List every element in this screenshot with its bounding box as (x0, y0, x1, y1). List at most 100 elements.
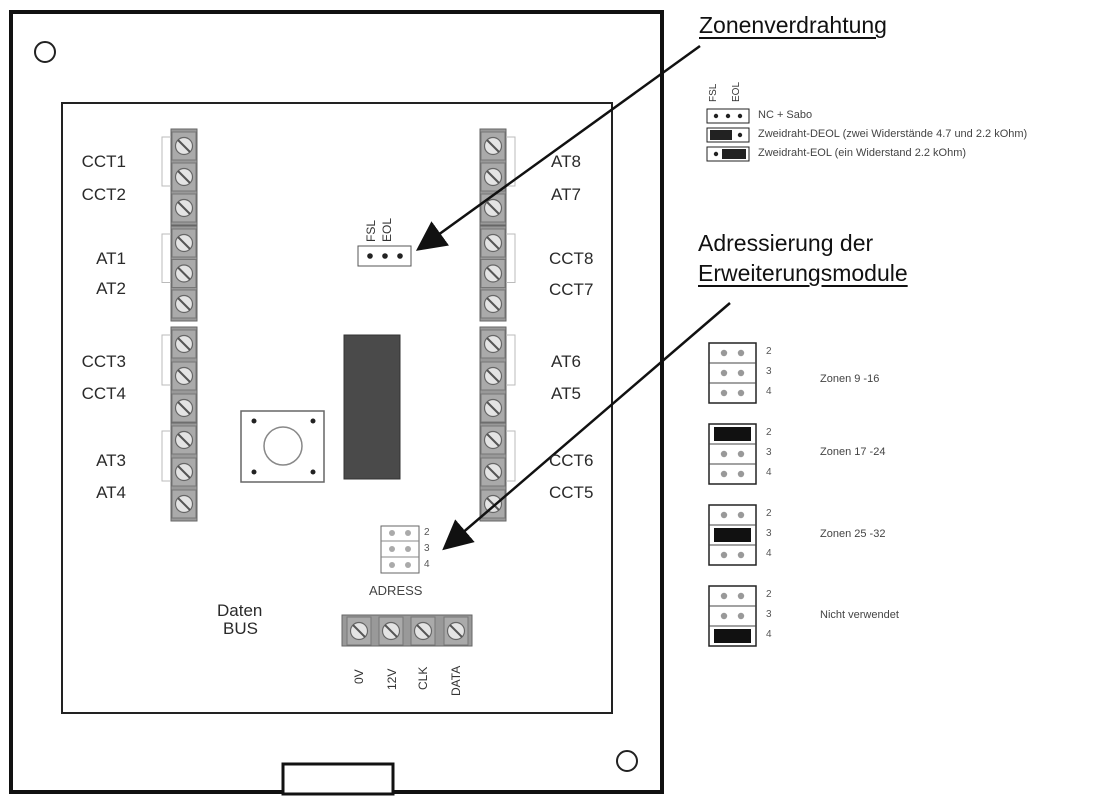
board-address-num-3: 3 (424, 543, 430, 554)
address-legend-jumper-4 (708, 585, 757, 647)
bus-terminal-block (341, 614, 473, 647)
terminal-label-cct1: CCT1 (81, 152, 126, 171)
left-screw-terminal (171, 131, 197, 161)
bus-terminal-0v: 0V (352, 669, 366, 684)
right-screw-terminal (480, 329, 506, 359)
right-screw-terminal (480, 393, 506, 423)
zone-wiring-arrow (415, 44, 701, 251)
address-legend-number: 3 (766, 366, 772, 377)
addressing-heading-line2: Erweiterungsmodule (698, 260, 908, 286)
left-screw-terminal (171, 193, 197, 223)
bus-screw-terminal (443, 616, 469, 646)
right-screw-terminal (480, 131, 506, 161)
board-address-num-2: 2 (424, 527, 430, 538)
address-legend-number: 2 (766, 508, 772, 519)
right-screw-terminal (480, 193, 506, 223)
zone-wiring-heading: Zonenverdrahtung (699, 12, 887, 38)
terminal-label-at5: AT5 (551, 384, 581, 403)
left-screw-terminal (171, 259, 197, 288)
board-fsl-label: FSL (364, 219, 378, 242)
board-eol-label: EOL (380, 217, 394, 242)
bus-screw-terminal (410, 616, 436, 646)
left-screw-terminal (171, 329, 197, 359)
addressing-arrow (442, 302, 731, 551)
mounting-hole-top-left (34, 41, 56, 63)
housing-notch (281, 762, 395, 796)
address-legend-item-2: Zonen 17 -24 (820, 446, 886, 458)
board-address-label: ADRESS (369, 583, 423, 598)
terminal-label-cct3: CCT3 (81, 352, 126, 371)
terminal-label-at1: AT1 (96, 249, 126, 268)
left-screw-terminal (171, 162, 197, 192)
terminal-label-cct5: CCT5 (549, 483, 594, 502)
left-screw-terminal (171, 425, 197, 455)
bus-terminal-12v: 12V (385, 668, 399, 690)
legend-fsl-label: FSL (708, 83, 719, 102)
left-screw-terminal (171, 393, 197, 423)
ic-chip (343, 334, 401, 480)
address-legend-number: 2 (766, 346, 772, 357)
left-screw-terminal (171, 228, 197, 258)
bus-terminal-clk: CLK (416, 666, 430, 690)
right-screw-terminal (480, 289, 506, 319)
left-screw-terminal (171, 361, 197, 391)
zone-legend-symbols (706, 108, 750, 162)
bus-screw-terminal (346, 616, 372, 646)
zone-jumper-header (357, 245, 412, 267)
terminal-label-cct7: CCT7 (549, 280, 594, 299)
terminal-label-at2: AT2 (96, 279, 126, 298)
terminal-label-at3: AT3 (96, 451, 126, 470)
bus-terminal-data: DATA (449, 665, 463, 696)
right-screw-terminal (480, 228, 506, 258)
bus-label-line2: BUS (223, 619, 258, 638)
right-screw-terminal (480, 457, 506, 487)
right-screw-terminal (480, 489, 506, 519)
address-legend-item-1: Zonen 9 -16 (820, 373, 880, 385)
terminal-label-at6: AT6 (551, 352, 581, 371)
terminal-label-at4: AT4 (96, 483, 126, 502)
address-legend-item-4: Nicht verwendet (820, 609, 899, 621)
board-address-num-4: 4 (424, 559, 430, 570)
left-screw-terminal (171, 489, 197, 519)
address-legend-number: 3 (766, 447, 772, 458)
address-legend-number: 4 (766, 629, 772, 640)
zone-legend-item-2: Zweidraht-DEOL (zwei Widerstände 4.7 und… (758, 128, 1028, 140)
bus-screw-terminal (378, 616, 404, 646)
address-legend-number: 2 (766, 589, 772, 600)
address-legend-number: 3 (766, 528, 772, 539)
terminal-label-cct2: CCT2 (81, 185, 126, 204)
tamper-button (240, 410, 325, 483)
terminal-label-at8: AT8 (551, 152, 581, 171)
left-terminal-block (161, 128, 198, 522)
right-screw-terminal (480, 162, 506, 192)
terminal-label-cct4: CCT4 (81, 384, 126, 403)
right-screw-terminal (480, 259, 506, 288)
address-legend-number: 4 (766, 386, 772, 397)
address-legend-jumper-3 (708, 504, 757, 566)
terminal-label-at7: AT7 (551, 185, 581, 204)
address-legend-number: 2 (766, 427, 772, 438)
address-legend-item-3: Zonen 25 -32 (820, 528, 886, 540)
zone-legend-item-1: NC + Sabo (758, 109, 813, 121)
zone-legend-item-3: Zweidraht-EOL (ein Widerstand 2.2 kOhm) (758, 147, 967, 159)
address-legend-number: 4 (766, 467, 772, 478)
right-screw-terminal (480, 425, 506, 455)
right-screw-terminal (480, 361, 506, 391)
right-terminal-block (479, 128, 516, 522)
bus-label-line1: Daten (217, 601, 263, 620)
address-jumper-header (380, 525, 420, 574)
address-legend-number: 4 (766, 548, 772, 559)
terminal-label-cct6: CCT6 (549, 451, 594, 470)
address-legend-symbols (708, 342, 757, 647)
address-legend-jumper-2 (708, 423, 757, 485)
pcb-board (61, 102, 613, 714)
left-screw-terminal (171, 457, 197, 487)
mounting-hole-bottom-right (616, 750, 638, 772)
addressing-heading-line1: Adressierung der (698, 230, 874, 256)
address-legend-number: 3 (766, 609, 772, 620)
address-legend-jumper-1 (708, 342, 757, 404)
legend-eol-label: EOL (731, 81, 742, 102)
left-screw-terminal (171, 289, 197, 319)
terminal-label-cct8: CCT8 (549, 249, 594, 268)
